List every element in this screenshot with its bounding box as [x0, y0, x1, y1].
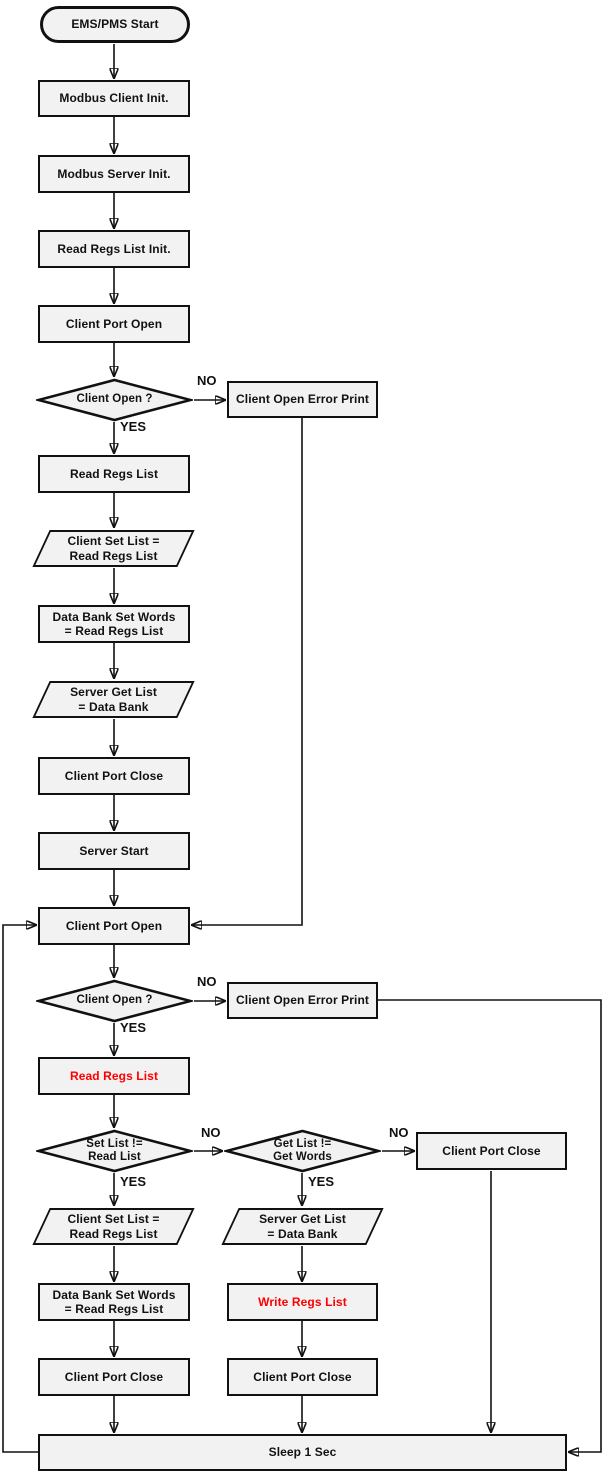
node-label: Write Regs List [258, 1294, 347, 1309]
edge-label-no: NO [197, 373, 217, 388]
node-client-open-decision-2: Client Open ? [36, 979, 193, 1023]
node-label: Sleep 1 Sec [268, 1445, 337, 1460]
node-label: Modbus Server Init. [57, 166, 171, 181]
node-label: Server Get List = Data Bank [259, 1212, 346, 1241]
node-read-regs-list-2: Read Regs List [38, 1057, 190, 1095]
node-label: Read Regs List [69, 1068, 159, 1083]
node-label: Read Regs List Init. [57, 241, 171, 256]
node-write-regs-list: Write Regs List [227, 1283, 378, 1321]
node-client-open-error-print-1: Client Open Error Print [227, 381, 378, 418]
node-label: Client Open Error Print [236, 993, 369, 1008]
node-server-get-list-2: Server Get List = Data Bank [218, 1207, 387, 1246]
node-label: Get List != Get Words [273, 1137, 332, 1163]
node-label: Data Bank Set Words = Read Regs List [52, 609, 176, 638]
node-read-regs-list-init: Read Regs List Init. [38, 230, 190, 268]
node-label: Set List != Read List [86, 1137, 143, 1163]
node-modbus-server-init: Modbus Server Init. [38, 155, 190, 193]
node-client-port-close-right: Client Port Close [416, 1132, 567, 1170]
node-label: Client Open ? [76, 994, 153, 1007]
node-client-port-open-1: Client Port Open [38, 305, 190, 343]
diamond-shape [36, 1129, 193, 1173]
node-label: Data Bank Set Words = Read Regs List [52, 1287, 176, 1316]
edge-label-no: NO [389, 1125, 409, 1140]
node-data-bank-set-words-2: Data Bank Set Words = Read Regs List [38, 1283, 190, 1321]
node-server-start: Server Start [38, 832, 190, 870]
node-read-regs-list-1: Read Regs List [38, 455, 190, 493]
node-client-set-list-1: Client Set List = Read Regs List [29, 529, 198, 568]
diamond-shape [36, 979, 193, 1023]
node-client-port-close-left: Client Port Close [38, 1358, 190, 1396]
node-label: Read Regs List [69, 466, 159, 481]
node-label: Client Port Close [442, 1143, 541, 1158]
node-label: Client Port Close [253, 1369, 352, 1384]
node-label: Client Open ? [76, 393, 153, 406]
edge-label-yes: YES [120, 1020, 147, 1035]
diamond-shape [36, 378, 193, 422]
node-label: Server Get List = Data Bank [70, 685, 157, 714]
edge-label-yes: YES [120, 419, 147, 434]
node-client-open-decision-1: Client Open ? [36, 378, 193, 422]
node-label: Server Start [79, 843, 149, 858]
node-data-bank-set-words-1: Data Bank Set Words = Read Regs List [38, 605, 190, 643]
node-label: Client Set List = Read Regs List [67, 534, 160, 563]
node-server-get-list-1: Server Get List = Data Bank [29, 680, 198, 719]
node-get-list-decision: Get List != Get Words [224, 1129, 381, 1173]
edge-label-no: NO [201, 1125, 221, 1140]
edge-label-yes: YES [120, 1174, 147, 1189]
node-set-list-decision: Set List != Read List [36, 1129, 193, 1173]
node-client-port-close-1: Client Port Close [38, 757, 190, 795]
node-label: Modbus Client Init. [59, 91, 169, 106]
node-client-open-error-print-2: Client Open Error Print [227, 982, 378, 1019]
node-label: Client Port Close [64, 1369, 164, 1384]
node-label: Client Port Open [65, 918, 163, 933]
node-modbus-client-init: Modbus Client Init. [38, 80, 190, 117]
node-label: Client Open Error Print [236, 392, 369, 407]
node-client-port-close-mid: Client Port Close [227, 1358, 378, 1396]
diamond-shape [224, 1129, 381, 1173]
edge-label-no: NO [197, 974, 217, 989]
node-start: EMS/PMS Start [40, 6, 190, 43]
node-label: Client Port Close [64, 768, 164, 783]
edge-label-yes: YES [308, 1174, 335, 1189]
node-sleep: Sleep 1 Sec [38, 1434, 567, 1471]
node-label: Client Port Open [65, 316, 163, 331]
node-label: EMS/PMS Start [71, 17, 159, 32]
node-label: Client Set List = Read Regs List [67, 1212, 160, 1241]
node-client-port-open-2: Client Port Open [38, 907, 190, 945]
node-client-set-list-2: Client Set List = Read Regs List [29, 1207, 198, 1246]
